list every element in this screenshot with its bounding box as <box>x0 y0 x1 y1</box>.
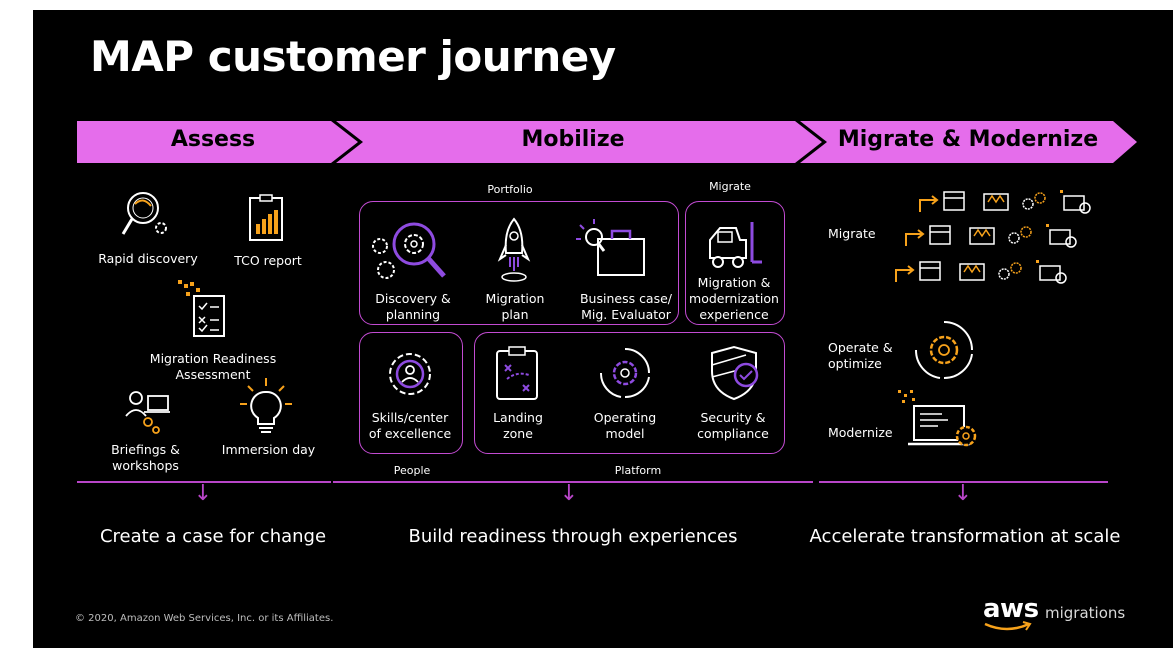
security-label-line1: Security & <box>700 410 766 425</box>
security-label-line2: compliance <box>697 426 769 441</box>
rapid-discovery-label: Rapid discovery <box>98 251 198 266</box>
operate-label-line1: Operate & <box>828 340 893 355</box>
skills-label-line2: of excellence <box>368 426 452 441</box>
tco-report-icon <box>249 194 283 241</box>
phase-migrate-shape <box>800 121 1137 163</box>
immersion-day-label: Immersion day <box>221 442 316 457</box>
phase-assess-label: Assess <box>170 127 256 152</box>
platform-box <box>474 332 785 454</box>
portfolio-heading: Portfolio <box>487 183 533 196</box>
discovery-label-line1: Discovery & <box>375 291 451 306</box>
portfolio-box <box>359 201 679 325</box>
discovery-label: Discovery & planning <box>368 291 458 323</box>
mig-exp-label-line1: Migration & <box>697 275 771 290</box>
operate-label-line2: optimize <box>828 356 882 371</box>
skills-label: Skills/center of excellence <box>361 410 459 442</box>
mobilize-down-arrow-icon: ↓ <box>559 481 579 506</box>
rocket-icon <box>497 217 531 282</box>
migration-wave-2 <box>905 224 1077 248</box>
mig-exp-label-line3: experience <box>699 307 769 322</box>
operating-model-icon <box>599 348 650 399</box>
migrate-section-label: Migrate <box>828 226 876 241</box>
briefings-label-line1: Briefings & <box>111 442 180 457</box>
aws-smile-icon <box>984 621 1032 631</box>
forklift-icon <box>709 222 762 268</box>
operate-cycle-gear-icon <box>914 321 973 380</box>
mra-label-line2: Assessment <box>175 367 251 382</box>
magnifier-gear-icon <box>121 192 167 235</box>
assess-down-arrow-icon: ↓ <box>193 481 213 506</box>
mig-exp-label: Migration & modernization experience <box>685 275 783 323</box>
migration-plan-label-line1: Migration <box>485 291 545 306</box>
skills-gear-icon <box>389 353 431 395</box>
aws-migrations-logo: aws migrations <box>983 594 1133 634</box>
mra-label-line1: Migration Readiness <box>149 351 277 366</box>
landing-zone-label-line1: Landing <box>493 410 543 425</box>
tco-report-label: TCO report <box>234 253 302 268</box>
migration-wave-3 <box>895 260 1067 284</box>
modernize-laptop-icon <box>898 390 977 447</box>
business-case-label-line1: Business case/ <box>579 291 673 306</box>
mobilize-divider <box>333 481 813 483</box>
migrate-down-arrow-icon: ↓ <box>953 481 973 506</box>
phase-mobilize-shape <box>336 121 822 163</box>
operating-model-label: Operating model <box>590 410 660 442</box>
discovery-label-line2: planning <box>385 307 441 322</box>
phase-assess-shape <box>77 121 358 163</box>
operate-optimize-label: Operate & optimize <box>828 340 908 372</box>
briefings-label: Briefings & workshops <box>103 442 188 474</box>
platform-heading: Platform <box>614 464 662 477</box>
discovery-gears-icon <box>372 222 446 279</box>
landing-zone-label-line2: zone <box>503 426 533 441</box>
migrate-outcome: Accelerate transformation at scale <box>809 526 1121 547</box>
migrate-box <box>685 201 785 325</box>
migration-waves-icon <box>895 190 1091 284</box>
slide: MAP customer journey Assess Mobilize Mig… <box>33 10 1173 648</box>
briefcase-lightbulb-icon <box>576 219 645 276</box>
migration-plan-label-line2: plan <box>501 307 529 322</box>
modernize-label: Modernize <box>828 425 893 440</box>
clipboard-path-icon <box>496 346 538 400</box>
page-title: MAP customer journey <box>90 32 616 81</box>
migrate-divider <box>819 481 1108 483</box>
phase-migrate-label: Migrate & Modernize <box>837 127 1099 152</box>
phase-banner <box>77 121 1137 163</box>
skills-label-line1: Skills/center <box>371 410 449 425</box>
briefing-people-icon <box>125 391 170 434</box>
phase-mobilize-label: Mobilize <box>521 127 625 152</box>
mra-label: Migration Readiness Assessment <box>143 351 283 383</box>
migrate-heading: Migrate <box>709 180 751 193</box>
lightbulb-icon <box>240 378 292 433</box>
migration-plan-label: Migration plan <box>480 291 550 323</box>
mobilize-outcome: Build readiness through experiences <box>408 526 738 547</box>
operating-model-label-line1: Operating <box>593 410 657 425</box>
aws-logo-suffix: migrations <box>1045 604 1126 622</box>
briefings-label-line2: workshops <box>112 458 179 473</box>
business-case-label: Business case/ Mig. Evaluator <box>576 291 676 323</box>
people-heading: People <box>393 464 431 477</box>
migration-wave-1 <box>919 190 1091 214</box>
assess-divider <box>77 481 331 483</box>
checklist-icon <box>178 280 225 337</box>
mig-exp-label-line2: modernization <box>689 291 779 306</box>
security-shield-icon <box>711 345 759 401</box>
people-box <box>359 332 463 454</box>
business-case-label-line2: Mig. Evaluator <box>581 307 671 322</box>
security-label: Security & compliance <box>691 410 775 442</box>
operating-model-label-line2: model <box>605 426 645 441</box>
assess-outcome: Create a case for change <box>99 526 327 547</box>
copyright-text: © 2020, Amazon Web Services, Inc. or its… <box>75 613 334 624</box>
landing-zone-label: Landing zone <box>485 410 551 442</box>
aws-logo-text: aws <box>983 594 1039 624</box>
